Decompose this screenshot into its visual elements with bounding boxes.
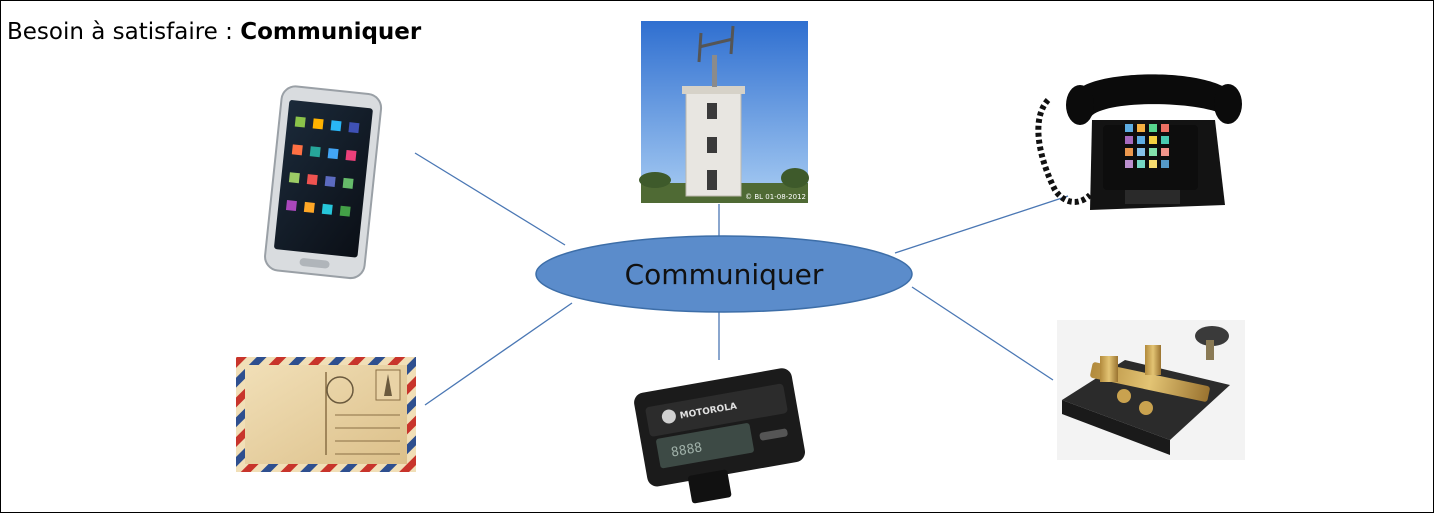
smartphone-image (264, 85, 383, 280)
connector-telegraph (911, 286, 1054, 381)
need-value: Communiquer (240, 19, 422, 45)
postcard-image (236, 357, 416, 472)
desk-telephone-image (1035, 74, 1242, 210)
telegraph-key-image (1057, 320, 1245, 460)
connector-telephone (894, 195, 1069, 254)
tower-photo-caption: © BL 01-08-2012 (745, 193, 806, 201)
connector-postcard (424, 302, 573, 406)
connectors (414, 152, 1069, 406)
connector-smartphone (414, 152, 566, 246)
center-label: Communiquer (625, 258, 824, 291)
need-prefix: Besoin à satisfaire : (7, 19, 241, 45)
center-node (535, 235, 913, 313)
need-title: Besoin à satisfaire : Communiquer (7, 19, 421, 45)
pager-image: 8888 MOTOROLA (634, 368, 805, 504)
svg-text:8888: 8888 (670, 440, 703, 460)
semaphore-tower-image: © BL 01-08-2012 (639, 21, 809, 203)
